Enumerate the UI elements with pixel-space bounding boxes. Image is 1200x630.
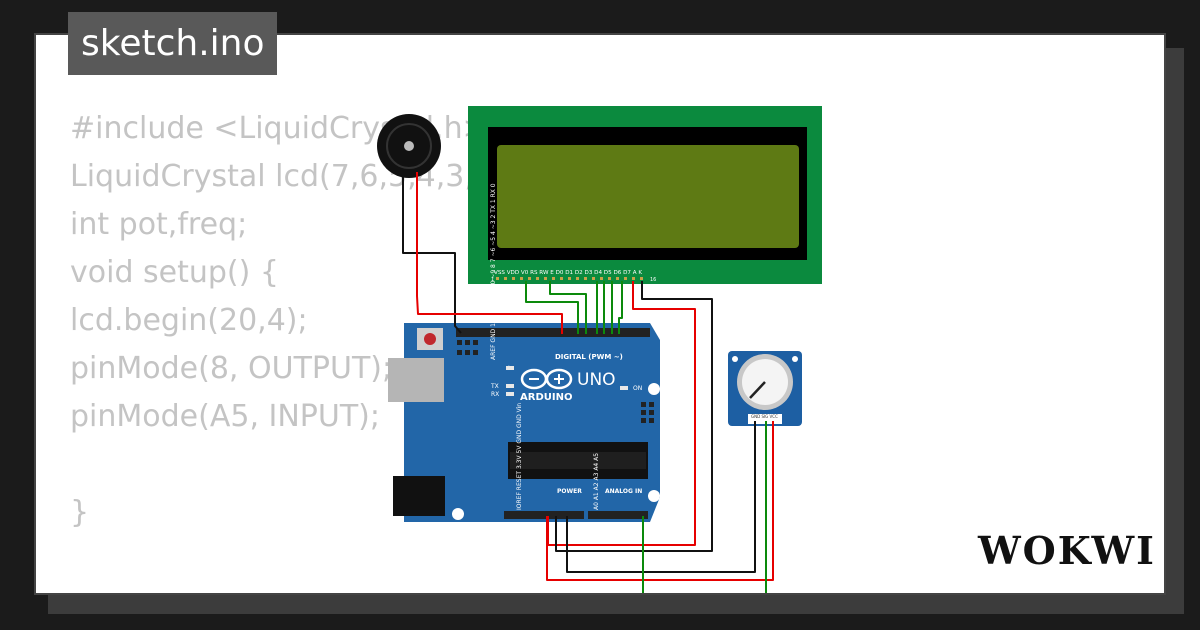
tx-label: TX xyxy=(490,383,499,390)
status-leds xyxy=(506,366,628,396)
pot-hole xyxy=(732,356,738,362)
buzzer-ring xyxy=(386,123,432,169)
code-line: void setup() { xyxy=(70,255,279,290)
wires xyxy=(402,172,774,593)
lcd-screen xyxy=(497,145,799,248)
code-line: pinMode(A5, INPUT); xyxy=(70,399,380,434)
wire-pot-vcc xyxy=(546,421,774,581)
wire-lcd-d7 xyxy=(618,281,623,334)
wire-buzzer-gnd xyxy=(402,172,462,334)
wire-lcd-rs xyxy=(525,281,579,334)
board-model: UNO xyxy=(577,370,616,390)
wire-buzzer-signal xyxy=(416,172,563,334)
rx-label: RX xyxy=(491,391,499,398)
wire-lcd-k-gnd xyxy=(555,281,713,552)
digital-label: DIGITAL (PWM ~) xyxy=(555,353,623,361)
power-header xyxy=(504,511,584,519)
code-line: pinMode(8, OUTPUT); xyxy=(70,351,393,386)
pot-knob-indicator xyxy=(749,381,766,399)
code-line: } xyxy=(70,495,90,530)
pot-hole xyxy=(792,356,798,362)
power-jack xyxy=(393,476,445,516)
mount-hole xyxy=(648,490,660,502)
lcd-pin-header xyxy=(496,277,643,280)
power-pin-labels: IOREF RESET 3.3V 5V GND GND Vin xyxy=(516,403,523,510)
board-brand: ARDUINO xyxy=(520,392,572,403)
analog-header xyxy=(588,511,648,519)
power-label: POWER xyxy=(557,488,582,495)
lcd-pin-first: 1 xyxy=(491,277,494,283)
usb-connector xyxy=(388,358,444,402)
wokwi-logo: WOKWI xyxy=(978,528,1156,573)
analog-pin-labels: A0 A1 A2 A3 A4 A5 xyxy=(593,453,600,510)
wire-lcd-e xyxy=(549,281,587,334)
atmega-chip-top xyxy=(510,452,646,469)
mount-hole xyxy=(648,383,660,395)
lcd-pin-labels: VSS VDD V0 RS RW E D0 D1 D2 D3 D4 D5 D6 … xyxy=(494,270,642,276)
icsp-header xyxy=(457,340,478,355)
code-line: lcd.begin(20,4); xyxy=(70,303,308,338)
pot-pin-block xyxy=(748,414,782,424)
buzzer[interactable] xyxy=(377,114,441,178)
buzzer-hole xyxy=(404,141,414,151)
lcd-display[interactable]: VSS VDD V0 RS RW E D0 D1 D2 D3 D4 D5 D6 … xyxy=(468,106,822,284)
arduino-logo-icon xyxy=(520,368,573,390)
wire-pot-gnd xyxy=(566,421,756,573)
mount-hole xyxy=(452,508,464,520)
reset-button[interactable] xyxy=(424,333,436,345)
code-line: int pot,freq; xyxy=(70,207,248,242)
file-tab[interactable]: sketch.ino xyxy=(68,12,278,75)
code-line: void loop() { xyxy=(70,585,515,593)
icsp-header-2 xyxy=(641,402,654,423)
pot-pin-labels: GND SIG VCC xyxy=(751,414,778,419)
potentiometer[interactable]: GND SIG VCC xyxy=(728,351,802,426)
arduino-uno[interactable]: AREF GND 13 12 ~11 ~10 ~9 8 7 ~6 ~5 4 ~3… xyxy=(388,183,660,522)
lcd-pin-last: 16 xyxy=(650,277,656,283)
analog-label: ANALOG IN xyxy=(605,488,642,495)
digital-pin-labels: AREF GND 13 12 ~11 ~10 ~9 8 7 ~6 ~5 4 ~3… xyxy=(490,183,497,360)
digital-header xyxy=(456,328,650,337)
power-led-label: ON xyxy=(633,385,642,392)
code-line: #include <LiquidCrystal.h> xyxy=(70,111,488,146)
